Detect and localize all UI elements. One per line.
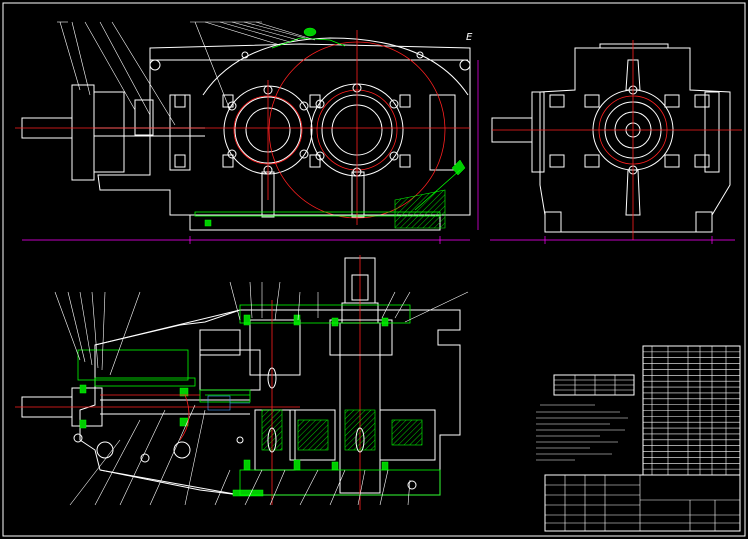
plan-section-view (15, 255, 469, 510)
technical-notes (536, 374, 635, 461)
front-view: E (15, 21, 479, 244)
datum-label: E (466, 32, 473, 43)
title-block (544, 474, 741, 532)
side-view (490, 40, 742, 244)
parts-list-table (642, 345, 741, 476)
